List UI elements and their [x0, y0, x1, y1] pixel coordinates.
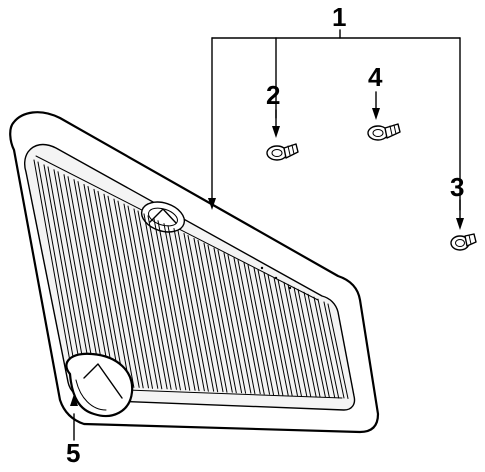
grille-bar	[103, 193, 144, 389]
grille-bar	[213, 247, 247, 394]
grille-icon	[9, 111, 380, 434]
grille-bar	[303, 291, 330, 399]
grille-bar	[153, 218, 191, 391]
callout-5-label: 5	[66, 438, 80, 468]
grille-bar	[73, 179, 116, 387]
grille-bar	[323, 301, 349, 399]
clip-icon	[450, 233, 477, 251]
grille-bars	[33, 159, 349, 399]
grille-bar	[143, 213, 181, 391]
clip-icon	[266, 143, 299, 161]
clip-icon	[367, 91, 401, 141]
grille-bar	[183, 232, 219, 393]
grille-bar	[93, 188, 135, 388]
callout-4-label: 4	[368, 62, 383, 92]
grille-bar	[193, 237, 228, 393]
grille-bar	[203, 242, 237, 394]
grille-bar	[223, 252, 256, 395]
grille-bar	[173, 228, 209, 392]
grille-bar	[233, 257, 265, 395]
grille-bar	[283, 281, 312, 398]
grille-bar	[243, 262, 275, 396]
grille-bar	[273, 277, 302, 397]
grille-bar	[113, 198, 153, 389]
emblem-icon	[65, 352, 134, 441]
grille-bar	[63, 174, 107, 387]
grille-bar	[33, 159, 79, 385]
callout-2-label: 2	[266, 80, 280, 110]
grille-bar	[53, 169, 98, 386]
callout-1-label: 1	[332, 2, 346, 32]
grille-bar	[83, 183, 126, 388]
grille-bar	[263, 272, 293, 397]
grille-bar	[313, 296, 340, 399]
grille-bar	[163, 223, 200, 392]
grille-bar	[43, 164, 88, 386]
grille-emblem-icon	[140, 201, 186, 233]
grille-bar	[133, 208, 172, 390]
grille-bar	[123, 203, 163, 390]
callout-1-leader	[208, 29, 464, 230]
grille-bar	[293, 286, 321, 398]
callout-3-label: 3	[450, 172, 464, 202]
grille-bar	[253, 267, 284, 396]
